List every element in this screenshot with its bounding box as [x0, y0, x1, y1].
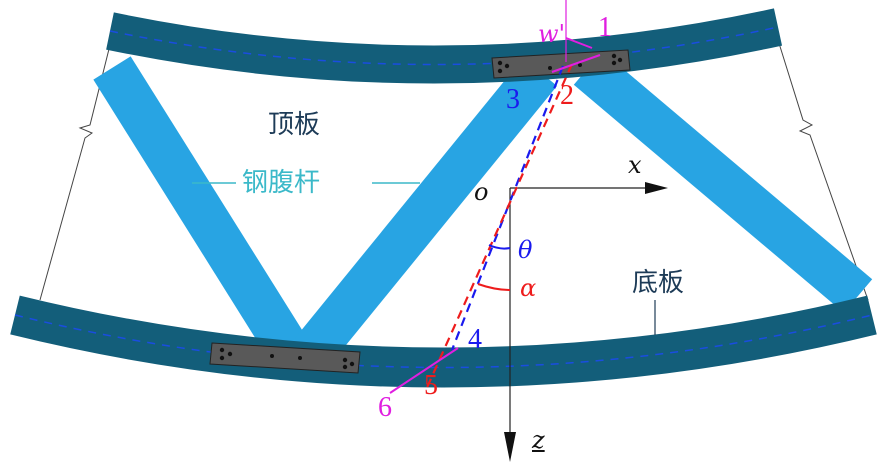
- magenta-line: [389, 347, 459, 394]
- theta-label: θ: [518, 236, 533, 264]
- point-label-4: 4: [468, 324, 482, 355]
- theta-arc: [488, 244, 511, 250]
- x-axis-arrow-icon: [645, 182, 668, 194]
- magenta-line-top: [551, 54, 601, 73]
- w-prime-angle-arc: [565, 37, 593, 49]
- top-plate-label: 顶板: [268, 110, 321, 140]
- point-label-1: 1: [598, 12, 612, 43]
- w-prime-label: w': [538, 20, 566, 48]
- alpha-label: α: [520, 274, 537, 302]
- left-outline: [39, 44, 111, 301]
- web-member-left: [93, 56, 309, 364]
- top-plate-centerline: [109, 26, 779, 66]
- alpha-arc: [477, 283, 511, 291]
- z-axis-arrow-icon: [504, 432, 516, 462]
- x-axis-label: x: [628, 151, 642, 179]
- point-label-6: 6: [378, 392, 392, 423]
- bottom-connector-plate: [209, 342, 361, 374]
- steel-web-label: 钢腹杆: [238, 170, 325, 196]
- z-axis-label: z: [532, 426, 545, 454]
- point-label-5: 5: [424, 370, 438, 401]
- origin-label: o: [474, 178, 489, 206]
- web-member-right: [573, 51, 873, 313]
- point-label-3: 3: [506, 84, 520, 115]
- web-member-middle: [294, 58, 558, 366]
- point-label-2: 2: [560, 80, 574, 111]
- bottom-plate-label: 底板: [632, 268, 685, 298]
- bottom-plate: [10, 295, 877, 388]
- bottom-plate-centerline: [14, 314, 873, 369]
- right-outline: [777, 39, 869, 301]
